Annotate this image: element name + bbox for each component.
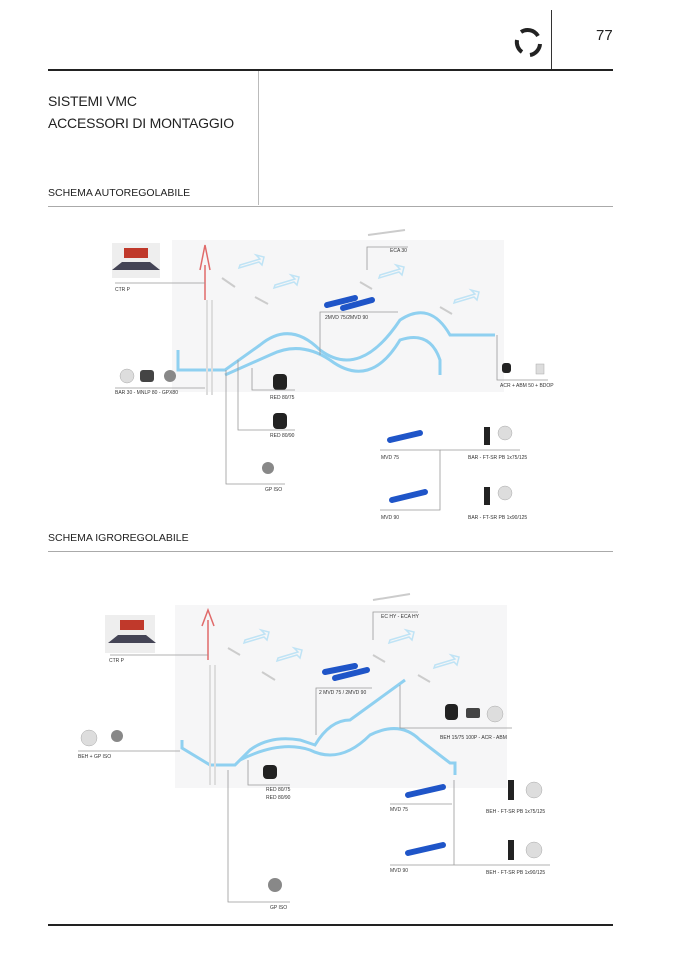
label-eca-30: ECA 30	[390, 248, 407, 254]
label-bar-mnlp-gpx: BAR 30 - MNLP 80 - GPX80	[115, 390, 178, 396]
label-mvd-75: MVD 75	[381, 455, 400, 461]
title-divider	[258, 71, 259, 205]
label-beh-gp-iso: BEH + GP ISO	[78, 754, 112, 760]
page-number: 77	[596, 27, 613, 44]
label-bar-ftsr-75: BAR - FT-SR PB 1x75/125	[468, 455, 528, 461]
label-red-80-75: RED 80/75	[270, 395, 295, 401]
section-heading-igroregolabile: SCHEMA IGROREGOLABILE	[48, 532, 189, 544]
label-red-80-90: RED 80/90	[266, 795, 291, 801]
label-beh-acr-abm: BEH 15/75 100P - ACR - ABM	[440, 735, 507, 741]
header-rule	[48, 69, 613, 71]
page-title: SISTEMI VMC ACCESSORI DI MONTAGGIO	[48, 90, 234, 134]
label-ec-hy-eca-hy: EC HY - ECA HY	[381, 614, 419, 620]
label-acr-abm-bdop: ACR + ABM 50 + BDOP	[500, 383, 554, 389]
label-ctr-p: CTR P	[115, 287, 130, 293]
section-rule	[48, 206, 613, 207]
header-divider	[551, 10, 552, 70]
title-line-2: ACCESSORI DI MONTAGGIO	[48, 115, 234, 131]
label-mvd-90: MVD 90	[381, 515, 400, 521]
label-gp-iso: GP ISO	[270, 905, 288, 911]
label-red-80-75: RED 80/75	[266, 787, 291, 793]
section-heading-autoregolabile: SCHEMA AUTOREGOLABILE	[48, 187, 191, 199]
label-gp-iso: GP ISO	[265, 487, 283, 493]
label-bar-ftsr-90: BAR - FT-SR PB 1x90/125	[468, 515, 528, 521]
label-mvd-90: MVD 90	[390, 868, 409, 874]
title-line-1: SISTEMI VMC	[48, 93, 137, 109]
label-2mvd: 2 MVD 75 / 2MVD 90	[319, 690, 367, 696]
footer-rule	[48, 924, 613, 926]
label-mvd-75: MVD 75	[390, 807, 409, 813]
section-rule	[48, 551, 613, 552]
label-2mvd: 2MVD 75/2MVD 90	[325, 315, 369, 321]
label-beh-ftsr-75: BEH - FT-SR PB 1x75/125	[486, 809, 546, 815]
label-red-80-90: RED 80/90	[270, 433, 295, 439]
label-ctr-p: CTR P	[109, 658, 124, 664]
label-beh-ftsr-90: BEH - FT-SR PB 1x90/125	[486, 870, 546, 876]
